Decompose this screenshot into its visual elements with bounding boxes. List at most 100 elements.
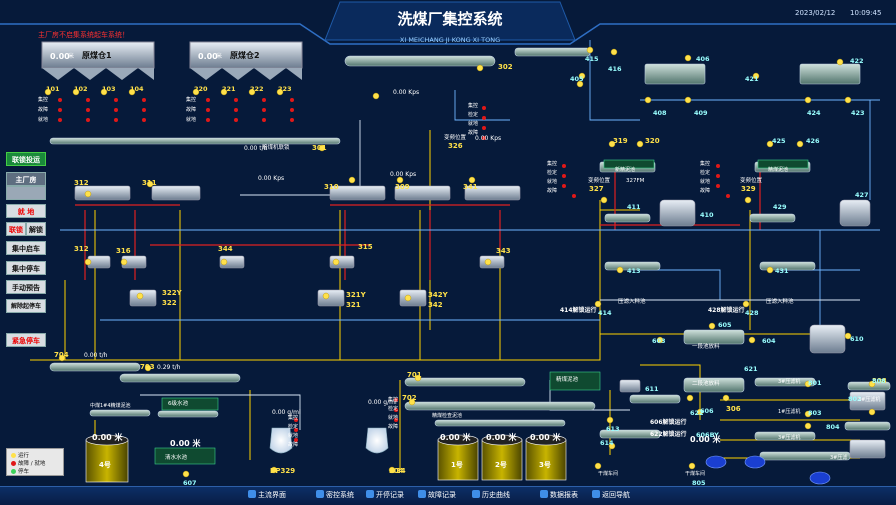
equipment-label-805[interactable]: 805	[692, 479, 706, 487]
equipment-label-603[interactable]: 603	[652, 337, 666, 345]
equipment-label-701[interactable]: 701	[407, 371, 422, 379]
equipment-label-306[interactable]: 306	[726, 405, 741, 413]
equipment-label-304[interactable]: 304	[389, 467, 404, 475]
equipment-label-311[interactable]: 311	[142, 179, 157, 187]
equipment-label-425[interactable]: 425	[772, 137, 786, 145]
feeder-104[interactable]: 104	[130, 85, 144, 93]
equipment-label-322[interactable]: 322	[162, 299, 177, 307]
nav-startstop[interactable]: 开停记录	[366, 490, 404, 500]
equipment-label-604[interactable]: 604	[762, 337, 776, 345]
nav-faults[interactable]: 故障记录	[418, 490, 456, 500]
equipment-label-431[interactable]: 431	[775, 267, 789, 275]
equipment-label-342[interactable]: 342	[428, 301, 443, 309]
equipment-label-411[interactable]: 411	[627, 203, 641, 211]
equipment-label-310[interactable]: 310	[324, 183, 339, 191]
manual-warning-button[interactable]: 手动预告	[6, 280, 46, 294]
equipment-label-410[interactable]: 410	[700, 211, 714, 219]
nav-main[interactable]: 主流界面	[248, 490, 286, 500]
interlock-button[interactable]: 联锁	[6, 222, 26, 236]
equipment-label-424[interactable]: 424	[807, 109, 821, 117]
equipment-label-801[interactable]: 801	[808, 379, 822, 387]
equipment-label-702[interactable]: 702	[402, 394, 417, 402]
equipment-label-610[interactable]: 610	[850, 335, 864, 343]
equipment-label-606by[interactable]: 606BY	[696, 431, 719, 439]
equipment-label-428[interactable]: 428	[745, 309, 759, 317]
equipment-label-605[interactable]: 605	[718, 321, 732, 329]
equipment-label-414[interactable]: 414	[598, 309, 612, 317]
equipment-label-bp329[interactable]: BP329	[270, 467, 296, 475]
fault-icon	[418, 490, 426, 498]
feeder-221[interactable]: 221	[222, 85, 236, 93]
equipment-label-344[interactable]: 344	[218, 245, 233, 253]
equipment-label-341[interactable]: 341	[463, 183, 478, 191]
nav-back[interactable]: 返回导航	[592, 490, 630, 500]
equipment-label-405[interactable]: 405	[570, 75, 584, 83]
equipment-label-319[interactable]: 319	[613, 137, 628, 145]
equipment-label-422[interactable]: 422	[850, 57, 864, 65]
equipment-label-321[interactable]: 321	[346, 301, 361, 309]
central-stop-button[interactable]: 集中停车	[6, 261, 46, 275]
equipment-label-309[interactable]: 309	[395, 183, 410, 191]
equipment-label-312b[interactable]: 312	[74, 245, 89, 253]
equipment-label-316[interactable]: 316	[116, 247, 131, 255]
nav-control[interactable]: 密控系统	[316, 490, 354, 500]
feeder-222[interactable]: 222	[250, 85, 264, 93]
feeder-103[interactable]: 103	[102, 85, 116, 93]
equipment-label-622[interactable]: 622	[690, 409, 704, 417]
equipment-label-614[interactable]: 614	[600, 439, 614, 447]
equipment-label-327[interactable]: 327	[589, 185, 604, 193]
equipment-label-413[interactable]: 413	[627, 267, 641, 275]
local-button[interactable]: 就 地	[6, 204, 46, 218]
run-lamp	[688, 462, 696, 470]
equipment-label-613[interactable]: 613	[606, 425, 620, 433]
equipment-label-329[interactable]: 329	[741, 185, 756, 193]
equipment-label-607[interactable]: 607	[183, 479, 197, 487]
equipment-label-421[interactable]: 421	[745, 75, 759, 83]
equipment-label-804[interactable]: 804	[826, 423, 840, 431]
equipment-label-312a[interactable]: 312	[74, 179, 89, 187]
equipment-label-408[interactable]: 408	[653, 109, 667, 117]
feeder-102[interactable]: 102	[74, 85, 88, 93]
run-lamp	[348, 176, 356, 184]
equipment-label-803[interactable]: 803	[808, 409, 822, 417]
bin-2-level: 0.00	[198, 52, 218, 61]
emergency-stop-button[interactable]: 紧急停车	[6, 333, 46, 347]
equipment-label-322y[interactable]: 322Y	[162, 289, 182, 297]
nav-history[interactable]: 历史曲线	[472, 490, 510, 500]
equipment-label-426[interactable]: 426	[806, 137, 820, 145]
feeder-101[interactable]: 101	[46, 85, 60, 93]
equipment-label-606[interactable]: 606	[700, 407, 714, 415]
equipment-label-611[interactable]: 611	[645, 385, 659, 393]
run-lamp	[476, 64, 484, 72]
equipment-label-326[interactable]: 326	[448, 142, 463, 150]
equipment-label-315[interactable]: 315	[358, 243, 373, 251]
equipment-label-703[interactable]: 703	[140, 363, 155, 371]
equipment-label-409[interactable]: 409	[694, 109, 708, 117]
release-stop-button[interactable]: 解除起停车	[6, 299, 46, 313]
unlock-button[interactable]: 解锁	[26, 222, 46, 236]
equipment-label-802[interactable]: 802	[848, 395, 862, 403]
equipment-label-301[interactable]: 301	[312, 144, 327, 152]
nav-reports[interactable]: 数据报表	[540, 490, 578, 500]
equipment-label-302[interactable]: 302	[498, 63, 513, 71]
feeder-220[interactable]: 220	[194, 85, 208, 93]
equipment-label-423[interactable]: 423	[851, 109, 865, 117]
equipment-label-429[interactable]: 429	[773, 203, 787, 211]
equipment-label-415[interactable]: 415	[585, 55, 599, 63]
equipment-label-324[interactable]: 324	[391, 467, 406, 475]
feeder-223[interactable]: 223	[278, 85, 292, 93]
equipment-label-621[interactable]: 621	[744, 365, 758, 373]
equipment-label-342y[interactable]: 342Y	[428, 291, 448, 299]
equipment-label-427[interactable]: 427	[855, 191, 869, 199]
equipment-label-416[interactable]: 416	[608, 65, 622, 73]
equipment-label-704[interactable]: 704	[54, 351, 69, 359]
equipment-label-406[interactable]: 406	[696, 55, 710, 63]
run-lamp	[58, 354, 66, 362]
equipment-label-321y[interactable]: 321Y	[346, 291, 366, 299]
equipment-label-320[interactable]: 320	[645, 137, 660, 145]
central-start-button[interactable]: 集中启车	[6, 241, 46, 255]
equipment-label-343[interactable]: 343	[496, 247, 511, 255]
equipment-label-308[interactable]: 308	[872, 377, 887, 385]
interlock-run-button[interactable]: 联锁投运	[6, 152, 46, 166]
equipment-label-808[interactable]: 808	[872, 377, 886, 385]
